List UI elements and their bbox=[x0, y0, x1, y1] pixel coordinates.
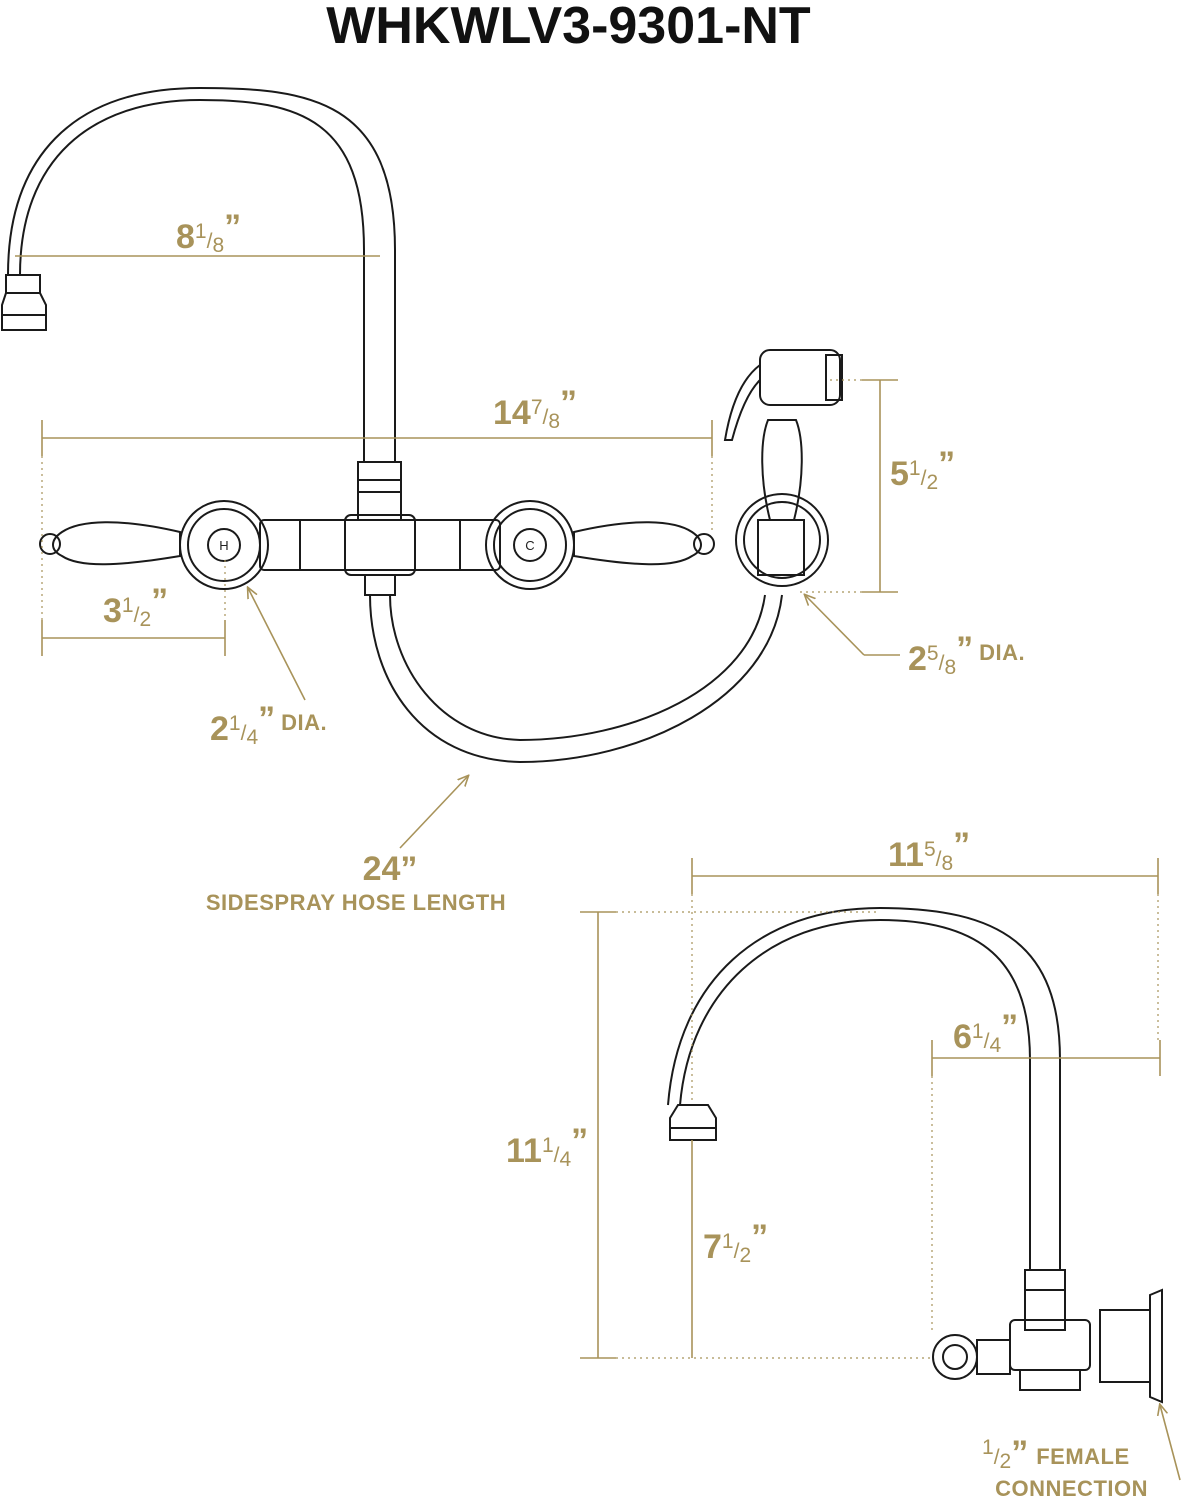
side-spout-outer bbox=[679, 918, 1031, 1270]
connection-leader bbox=[1160, 1405, 1181, 1481]
cold-handle-label: C bbox=[525, 538, 534, 553]
hot-handle-label: H bbox=[219, 538, 228, 553]
cold-lever bbox=[573, 521, 702, 566]
overall-width-label: 147/8” bbox=[493, 384, 577, 433]
side-depth-label: 115/8” bbox=[888, 826, 970, 875]
aerator bbox=[5, 274, 41, 294]
sprayer-height-label: 51/2” bbox=[890, 445, 955, 494]
side-body bbox=[1009, 1319, 1091, 1371]
wall-projection-label: 61/4” bbox=[953, 1008, 1018, 1057]
front-view-faucet bbox=[1, 86, 843, 764]
handle-offset-label: 31/2” bbox=[103, 582, 168, 631]
hot-lever bbox=[52, 521, 181, 566]
model-title: WHKWLV3-9301-NT bbox=[326, 0, 811, 55]
side-height-label: 111/4” bbox=[506, 1122, 588, 1171]
spout-outer-path bbox=[19, 98, 365, 462]
connection-label-line2: CONNECTION bbox=[995, 1476, 1148, 1500]
side-collar bbox=[1024, 1269, 1066, 1331]
hose-length-caption: SIDESPRAY HOSE LENGTH bbox=[206, 890, 506, 915]
side-wall-mount bbox=[1099, 1309, 1151, 1383]
hose-leader bbox=[399, 776, 468, 849]
valve-body bbox=[259, 519, 501, 571]
sprayer-flange bbox=[735, 493, 829, 587]
sprayer-flange-dia-label: 25/8”DIA. bbox=[908, 630, 1025, 679]
flange-dia-label: 21/4”DIA. bbox=[210, 700, 327, 749]
spout-inner-path bbox=[7, 86, 396, 462]
side-handle-knob bbox=[932, 1334, 978, 1380]
hose-length-value: 24” bbox=[363, 850, 418, 888]
connection-label: 1/2”FEMALE bbox=[982, 1434, 1130, 1473]
side-view-faucet bbox=[667, 906, 1163, 1404]
side-spout-inner bbox=[667, 906, 1061, 1270]
side-aerator bbox=[669, 1104, 717, 1141]
flange-leader bbox=[248, 588, 306, 701]
spout-reach-label: 81/8” bbox=[176, 208, 241, 257]
sidespray-hose bbox=[369, 594, 783, 764]
spout-clearance-label: 71/2” bbox=[703, 1218, 768, 1267]
sprayer-head bbox=[761, 419, 803, 521]
